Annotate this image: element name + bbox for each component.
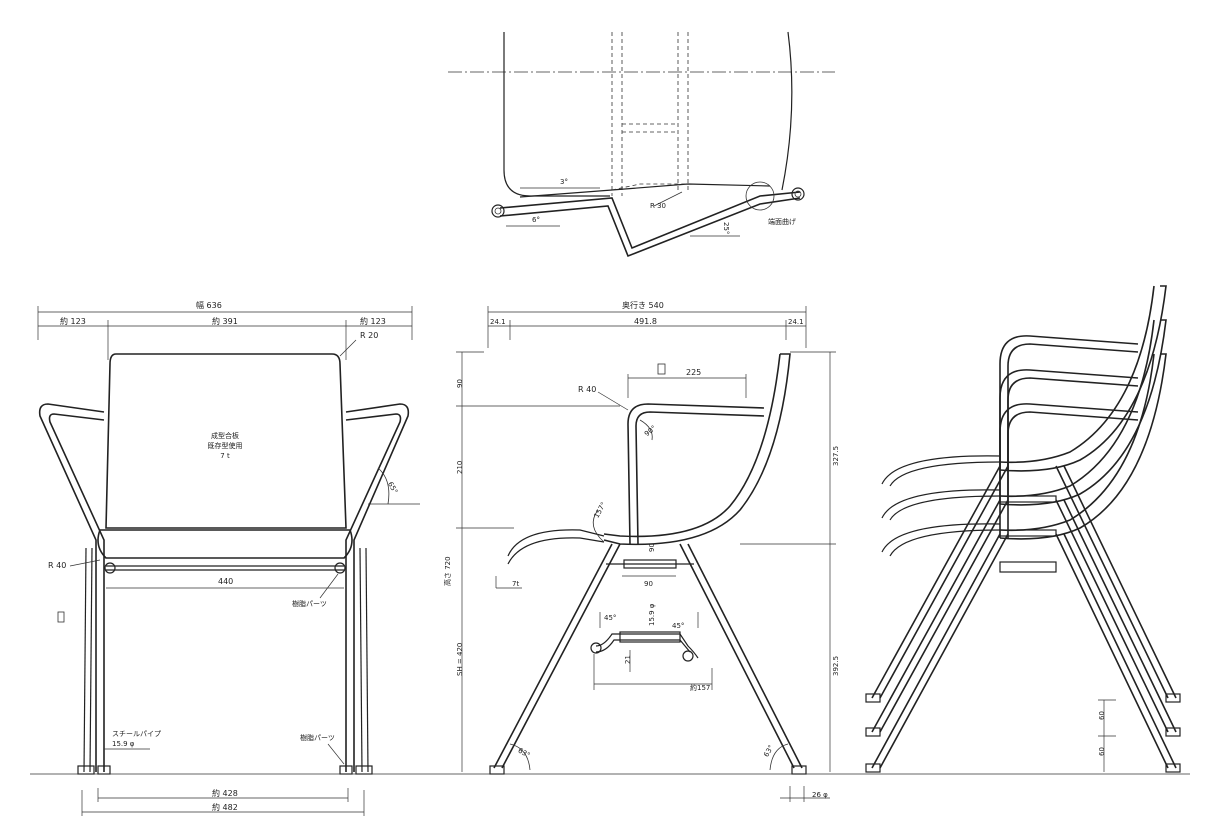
side-view: 奥行き 540 24.1 491.8 24.1 90 210 高さ 720 SH… [443,300,840,802]
stack-lower-label: 60 [1098,747,1106,756]
front-corner-radius-label: R 20 [360,331,378,340]
stretcher-detail: 45° 45° 15.9 φ 21 約157 [590,603,713,692]
front-right-width-label: 約 123 [360,316,386,326]
side-leg-angle-left-label: 63° [517,747,532,760]
side-bar-width-label: 90 [644,580,653,588]
stack-view: 60 60 [865,285,1181,773]
plan-angle-bottom-label: 6° [532,216,540,224]
side-right-upper-label: 327.5 [832,446,840,466]
side-overall-depth-label: 奥行き 540 [622,300,664,310]
detail-angle-left-label: 45° [604,614,616,622]
front-steel-pipe-label: スチールパイプ [112,730,161,738]
side-depth-right-label: 24.1 [788,318,804,326]
front-arm-angle-label: 65° [386,481,399,496]
plan-detail-view: 3° 6° R 30 端面曲げ 25° [448,31,835,258]
plan-radius-label: R 30 [650,202,666,210]
side-height-top-label: 90 [456,379,464,388]
detail-angle-right-label: 45° [672,622,684,630]
front-center-width-label: 約 391 [212,316,238,326]
stack-upper-label: 60 [1098,711,1106,720]
plan-side-angle-label: 25° [722,222,730,234]
plan-angle-top-label: 3° [560,178,568,186]
front-foot-outer-label: 約 482 [212,802,238,812]
front-bend-radius-label: R 40 [48,561,66,570]
side-bar-height-label: 90 [648,543,656,552]
front-back-note-1: 成型合板 [211,431,239,440]
detail-width-label: 約157 [690,683,710,692]
side-depth-center-label: 491.8 [634,317,657,326]
side-depth-left-label: 24.1 [490,318,506,326]
side-arm-length-label: 225 [686,368,701,377]
side-right-lower-label: 392.5 [832,656,840,676]
side-seat-angle-label: 157° [593,501,608,520]
plan-end-note-label: 端面曲げ [768,217,796,226]
front-resin-upper-label: 樹脂パーツ [292,599,327,608]
front-overall-width-label: 幅 636 [196,300,222,310]
front-pipe-diameter-label: 15.9 φ [112,740,135,748]
side-plate-thickness-label: 7t [512,580,519,588]
side-height-mid-label: 210 [456,461,464,474]
front-view: 幅 636 約 123 約 391 約 123 R 20 成型合板 既存型使用 … [37,300,420,816]
front-inner-width-label: 440 [218,577,233,586]
detail-height-label: 21 [624,655,632,664]
detail-pipe-label: 15.9 φ [648,603,656,626]
front-resin-lower-label: 樹脂パーツ [300,733,335,742]
side-arm-angle-label: 90° [643,424,658,438]
front-back-note-3: 7 t [220,452,230,460]
side-seat-height-label: SH = 420 [456,643,464,676]
front-foot-inner-label: 約 428 [212,788,238,798]
front-back-note-2: 既存型使用 [208,441,243,450]
side-bend-radius-label: R 40 [578,385,596,394]
front-left-width-label: 約 123 [60,316,86,326]
side-overall-height-label: 高さ 720 [443,556,452,586]
side-pipe-outer-label: 26 φ [812,791,828,799]
